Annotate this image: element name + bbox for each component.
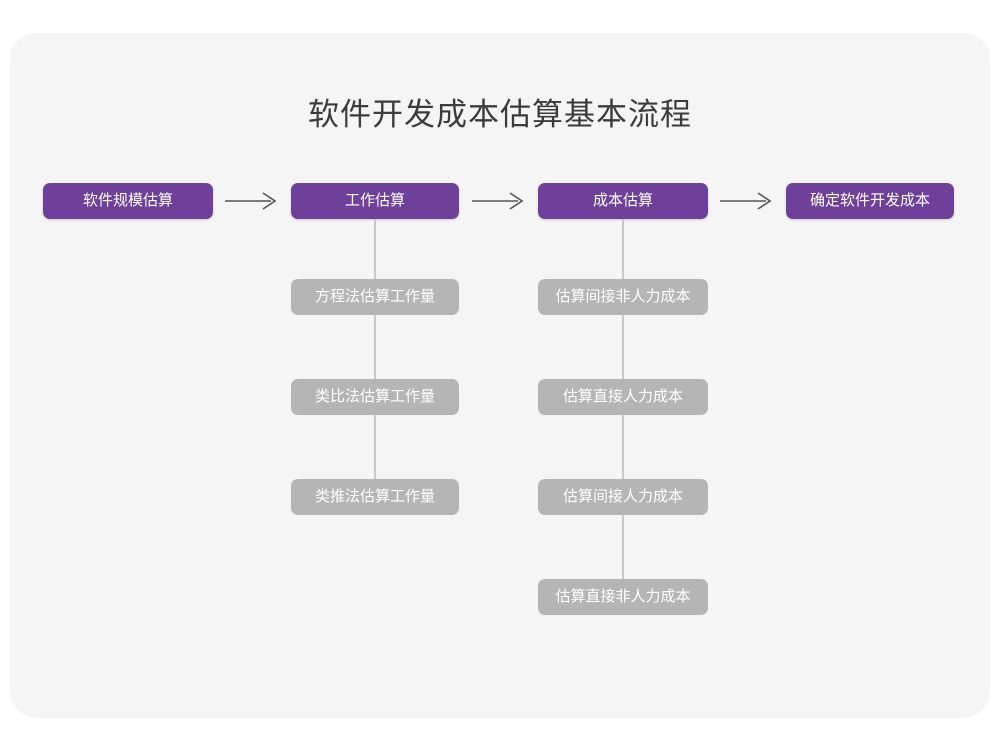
substep-node-indirect-labor-cost[interactable]: 估算间接人力成本 (538, 479, 708, 515)
connector-line (374, 415, 376, 479)
connector-line (622, 415, 624, 479)
right-arrow-icon (225, 189, 279, 213)
diagram-card (10, 33, 990, 718)
right-arrow-icon (472, 189, 526, 213)
connector-line (622, 515, 624, 579)
substep-node-inference-method-effort[interactable]: 类推法估算工作量 (291, 479, 459, 515)
substep-node-direct-nonlabor-cost[interactable]: 估算直接非人力成本 (538, 579, 708, 615)
stage-node-cost-estimation[interactable]: 成本估算 (538, 183, 708, 219)
page-title: 软件开发成本估算基本流程 (308, 97, 692, 132)
stage-node-determine-development-cost[interactable]: 确定软件开发成本 (786, 183, 954, 219)
connector-line (374, 315, 376, 379)
substep-node-indirect-nonlabor-cost[interactable]: 估算间接非人力成本 (538, 279, 708, 315)
stage-node-effort-estimation[interactable]: 工作估算 (291, 183, 459, 219)
right-arrow-icon (720, 189, 774, 213)
connector-line (622, 219, 624, 279)
stage-node-software-size-estimation[interactable]: 软件规模估算 (43, 183, 213, 219)
substep-node-analogy-method-effort[interactable]: 类比法估算工作量 (291, 379, 459, 415)
substep-node-direct-labor-cost[interactable]: 估算直接人力成本 (538, 379, 708, 415)
connector-line (622, 315, 624, 379)
substep-node-equation-method-effort[interactable]: 方程法估算工作量 (291, 279, 459, 315)
connector-line (374, 219, 376, 279)
